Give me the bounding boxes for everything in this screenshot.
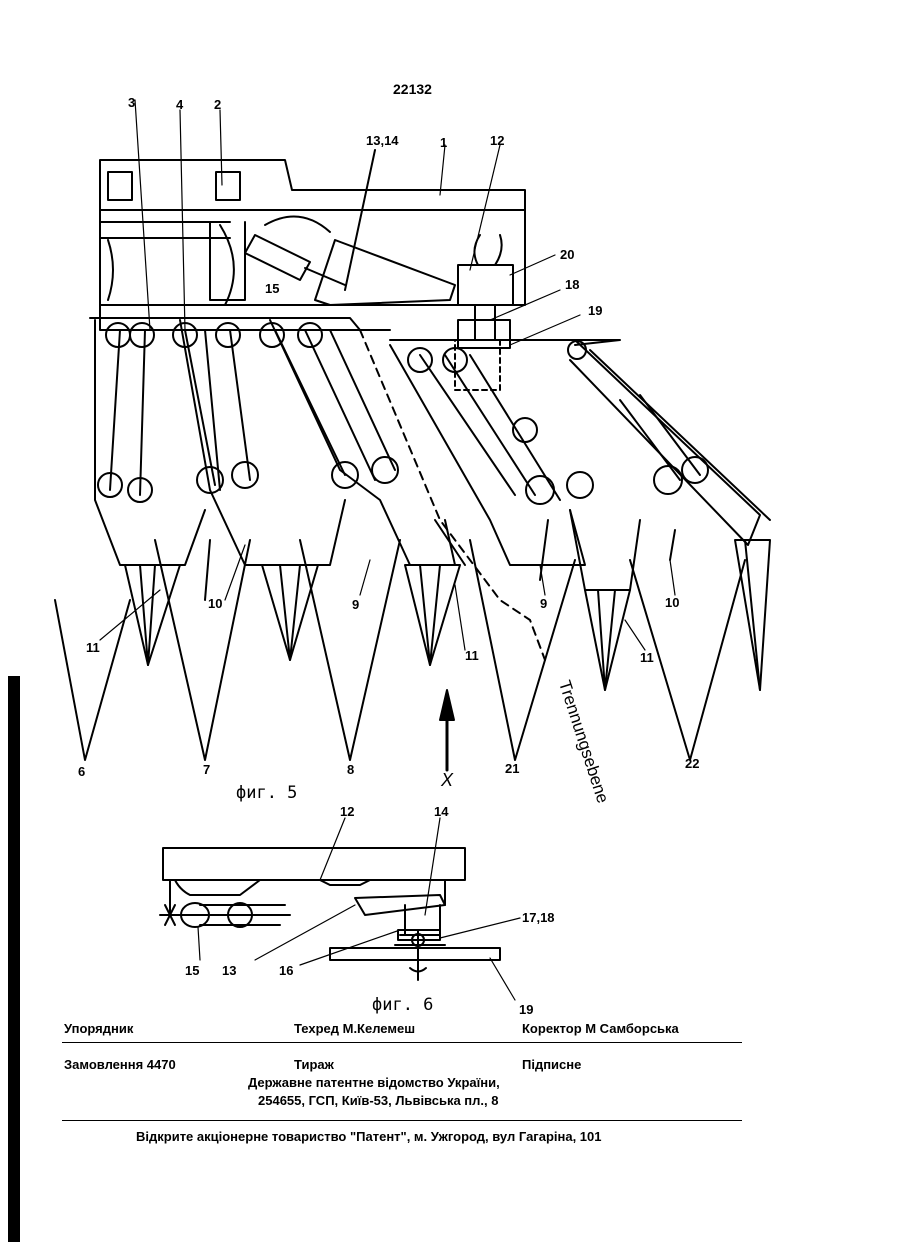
fig6-label-14: 14 [434,805,448,819]
fig6-label-15: 15 [185,964,199,978]
footer-corrector: Коректор М Самборська [522,1021,679,1036]
footer-office-line2: 254655, ГСП, Київ-53, Львівська пл., 8 [258,1093,498,1108]
fig6-label-17-18: 17,18 [522,911,555,925]
fig6-drive-13-14 [355,895,445,940]
fig6-actuator-15 [160,903,290,927]
figure-6-caption: фиг. 6 [372,995,433,1015]
footer-order: Замовлення 4470 [64,1057,176,1072]
footer-compiler: Упорядник [64,1021,133,1036]
fig6-label-16: 16 [279,964,293,978]
footer-circulation: Тираж [294,1057,334,1072]
fig6-label-19: 19 [519,1003,533,1017]
footer-divider-bottom [62,1120,742,1121]
leader-lines-fig6 [198,818,520,1000]
footer-subscription: Підписне [522,1057,581,1072]
footer-techred: Техред М.Келемеш [294,1021,415,1036]
footer-divider-top [62,1042,742,1043]
fig6-label-12: 12 [340,805,354,819]
fig6-plate-19 [330,930,500,980]
footer-printer: Відкрите акціонерне товариство "Патент",… [136,1129,602,1144]
footer-office-line1: Державне патентне відомство України, [248,1075,500,1090]
fig6-label-13: 13 [222,964,236,978]
